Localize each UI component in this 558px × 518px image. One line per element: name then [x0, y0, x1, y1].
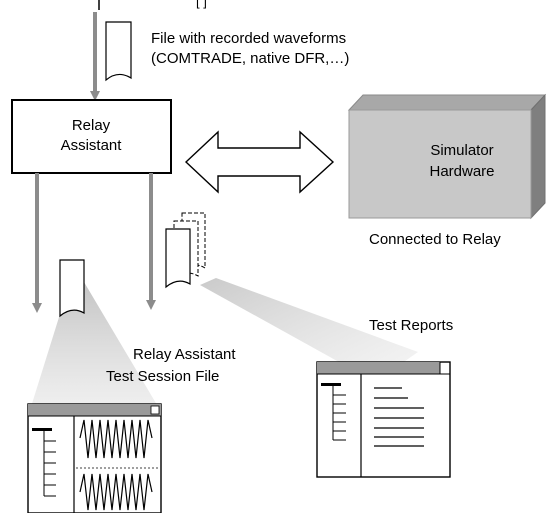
test-report-files-icon: [165, 212, 206, 289]
session-window-thumbnail: [27, 403, 162, 514]
top-cut-line: [ ]: [98, 0, 207, 10]
connected-caption: Connected to Relay: [369, 231, 501, 248]
simulator-hardware-box: Simulator Hardware: [347, 93, 547, 220]
session-caption-line2: Test Session File: [106, 368, 219, 385]
relay-assistant-label-line2: Assistant: [61, 137, 123, 154]
session-caption-line1: Relay Assistant: [133, 346, 236, 363]
test-reports-caption: Test Reports: [369, 317, 453, 334]
relay-assistant-box: Relay Assistant: [11, 99, 172, 174]
file-caption-line1: File with recorded waveforms: [151, 30, 346, 47]
simulator-label-line1: Simulator: [430, 142, 493, 159]
waveform-file-icon: [105, 21, 132, 82]
double-arrow: [184, 130, 335, 194]
session-file-icon: [59, 259, 85, 318]
relay-assistant-label-line1: Relay: [72, 117, 111, 134]
reports-callout-beam: [200, 278, 418, 382]
simulator-label-line2: Hardware: [429, 163, 494, 180]
svg-text:[ ]: [ ]: [196, 0, 207, 9]
file-caption-line2: (COMTRADE, native DFR,…): [151, 50, 349, 67]
report-window-thumbnail: [316, 361, 451, 478]
